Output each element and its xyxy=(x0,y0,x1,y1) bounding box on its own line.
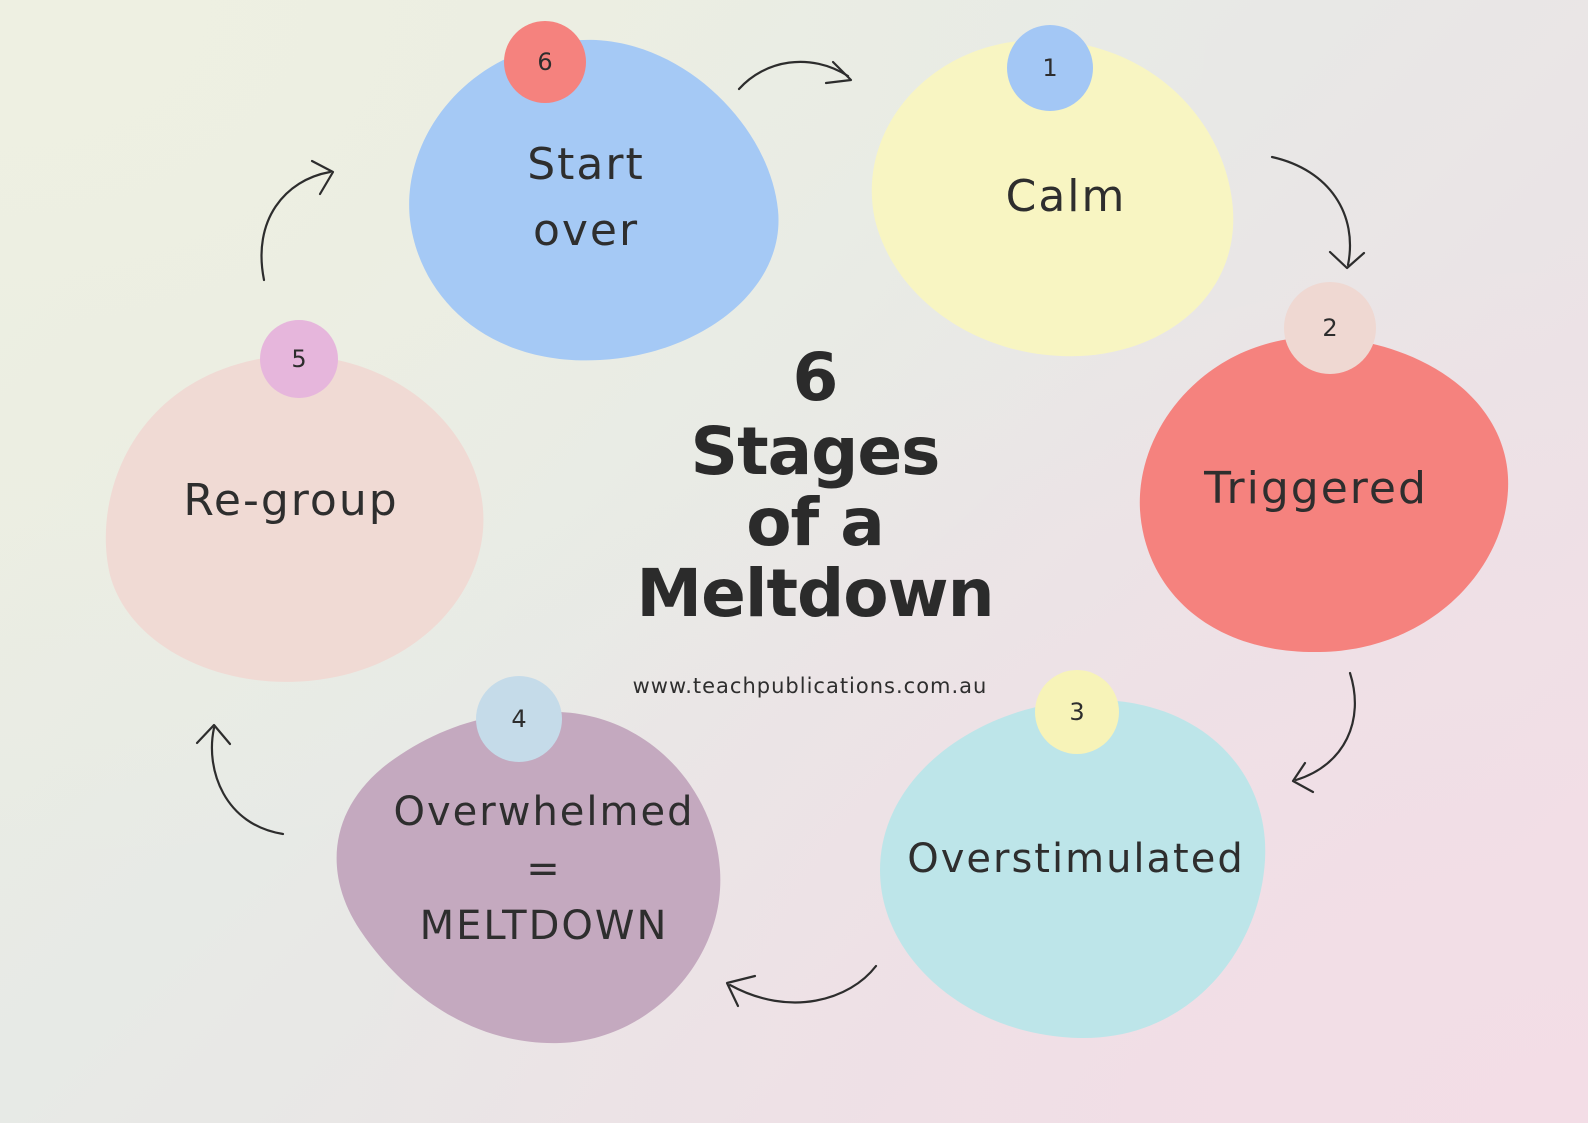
stage-3-label: Overstimulated xyxy=(907,836,1245,882)
arrow-5-to-6 xyxy=(260,170,332,282)
stage-2-blob xyxy=(1139,336,1509,653)
stage-4-badge xyxy=(476,676,562,762)
stage-3-badge xyxy=(1035,670,1119,754)
website-url: www.teachpublications.com.au xyxy=(632,674,988,698)
title-of-a: of a xyxy=(746,484,885,561)
stage-6-blob xyxy=(409,39,779,361)
stage-4-label: Overwhelmed = MELTDOWN xyxy=(393,789,695,949)
stage-2-label: Triggered xyxy=(1204,463,1428,514)
arrow-4-to-5-head xyxy=(195,723,232,746)
arrow-1-to-2-head xyxy=(1328,250,1366,270)
stage-3-blob xyxy=(880,699,1266,1039)
title-stages: Stages xyxy=(690,413,941,490)
title-meltdown: Meltdown xyxy=(636,555,994,632)
title-number: 6 xyxy=(792,339,839,416)
arrow-3-to-4-head xyxy=(725,974,757,1008)
stage-6-badge xyxy=(504,21,586,103)
stage-1-number: 1 xyxy=(1042,54,1058,82)
stage-5-number: 5 xyxy=(291,345,307,373)
stage-4-number: 4 xyxy=(511,705,527,733)
arrow-4-to-5 xyxy=(210,726,285,836)
stage-5-badge xyxy=(260,320,338,398)
stage-6-label: Start over xyxy=(527,139,645,256)
arrow-6-to-1 xyxy=(737,60,850,91)
arrow-1-to-2 xyxy=(1270,155,1352,267)
stage-5-blob xyxy=(105,355,484,682)
stage-1-label: Calm xyxy=(1005,171,1127,222)
stage-3-number: 3 xyxy=(1069,698,1085,726)
arrow-6-to-1-head xyxy=(824,60,853,85)
stage-4-blob xyxy=(336,711,721,1044)
stage-1-badge xyxy=(1007,25,1093,111)
arrow-5-to-6-head xyxy=(310,159,335,196)
stage-1-blob xyxy=(871,39,1234,357)
stage-2-number: 2 xyxy=(1322,314,1338,342)
stage-2-badge xyxy=(1284,282,1376,374)
arrow-2-to-3-head xyxy=(1291,761,1315,794)
arrow-3-to-4 xyxy=(728,964,878,1004)
arrow-2-to-3 xyxy=(1294,671,1356,782)
stage-5-label: Re-group xyxy=(183,475,399,526)
stage-6-number: 6 xyxy=(537,48,553,76)
